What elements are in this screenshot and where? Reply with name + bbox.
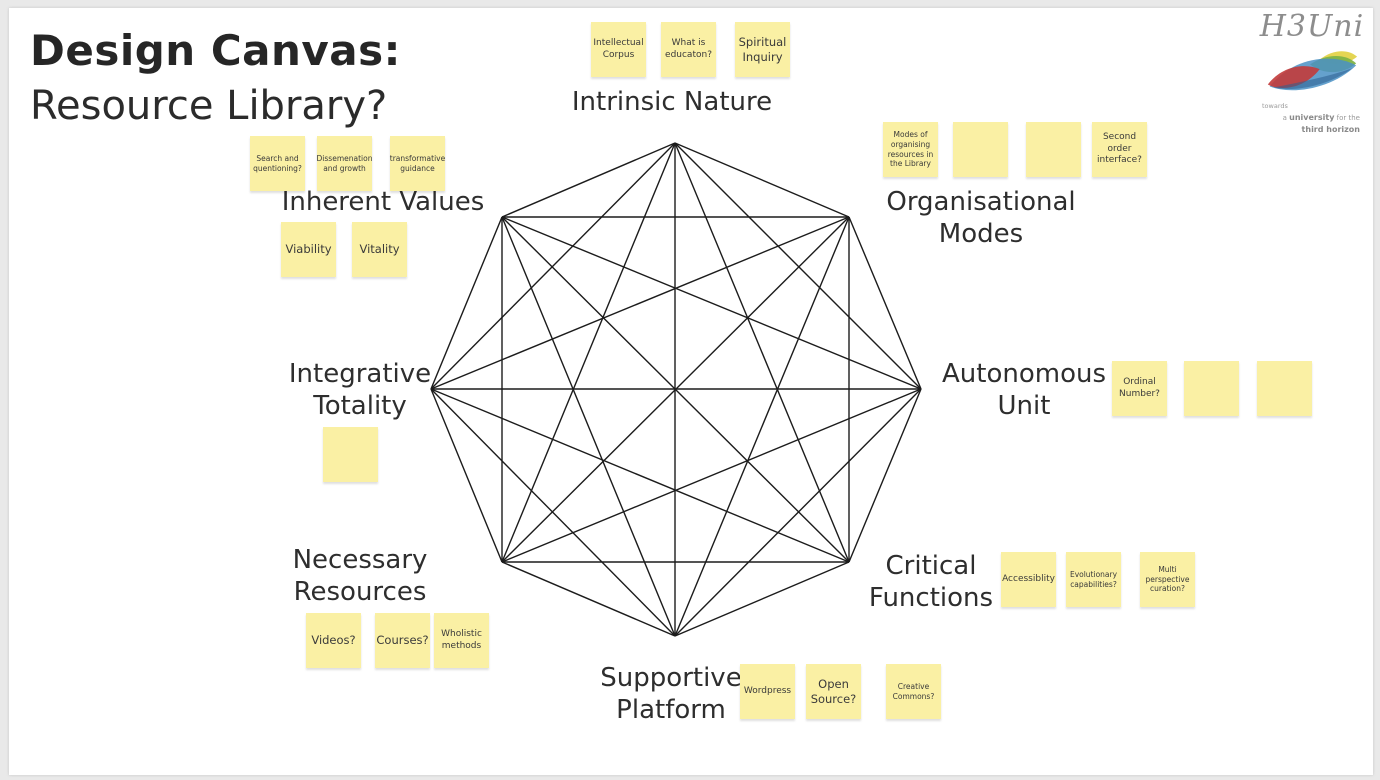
h3uni-wordmark: H3Uni (1259, 9, 1365, 44)
h3uni-swirl-icon (1267, 51, 1358, 91)
h3uni-tagline: towards a university for the third horiz… (1258, 102, 1366, 136)
node-label-inherent-values: Inherent Values (281, 187, 485, 217)
tagline-third-horizon: third horizon (1301, 124, 1360, 134)
sticky-note[interactable]: Ordinal Number? (1112, 361, 1167, 416)
sticky-note[interactable]: Evolutionary capabilities? (1066, 552, 1121, 607)
sticky-note[interactable]: Spiritual Inquiry (735, 22, 790, 77)
page-title: Design Canvas: (30, 26, 401, 75)
sticky-note[interactable]: Accessiblity (1001, 552, 1056, 607)
node-label-integrative-totality: Integrative Totality (288, 359, 432, 422)
sticky-note[interactable]: Search and quentioning? (250, 136, 305, 191)
sticky-note[interactable]: Courses? (375, 613, 430, 668)
sticky-note[interactable]: Second order interface? (1092, 122, 1147, 177)
page-subtitle: Resource Library? (30, 83, 388, 129)
sticky-note[interactable]: Open Source? (806, 664, 861, 719)
sticky-note[interactable]: Intellectual Corpus (591, 22, 646, 77)
canvas-header: Design Canvas: Resource Library? (30, 26, 401, 129)
sticky-note[interactable]: Dissemenation and growth (317, 136, 372, 191)
node-label-intrinsic-nature: Intrinsic Nature (571, 87, 773, 117)
tagline-towards: towards (1262, 102, 1288, 110)
sticky-note-blank[interactable] (953, 122, 1008, 177)
sticky-note-blank[interactable] (1026, 122, 1081, 177)
tagline-university-line: a university for the (1282, 112, 1360, 122)
h3uni-logo: H3Uni towards a university for the third… (1258, 12, 1366, 136)
sticky-note[interactable]: Wholistic methods (434, 613, 489, 668)
sticky-note[interactable]: Videos? (306, 613, 361, 668)
sticky-note[interactable]: Wordpress (740, 664, 795, 719)
node-label-organisational-modes: Organisational Modes (886, 187, 1076, 250)
sticky-note[interactable]: Viability (281, 222, 336, 277)
sticky-note-blank[interactable] (1184, 361, 1239, 416)
sticky-note[interactable]: Vitality (352, 222, 407, 277)
node-label-necessary-resources: Necessary Resources (292, 545, 428, 608)
sticky-note[interactable]: What is educaton? (661, 22, 716, 77)
node-label-autonomous-unit: Autonomous Unit (941, 359, 1106, 422)
sticky-note[interactable]: transformative guidance (390, 136, 445, 191)
sticky-note-blank[interactable] (1257, 361, 1312, 416)
node-label-critical-functions: Critical Functions (868, 551, 994, 614)
sticky-note[interactable]: Creative Commons? (886, 664, 941, 719)
sticky-note[interactable]: Modes of organising resources in the Lib… (883, 122, 938, 177)
sticky-note[interactable]: Multi perspective curation? (1140, 552, 1195, 607)
sticky-note-blank[interactable] (323, 427, 378, 482)
node-label-supportive-platform: Supportive Platform (600, 663, 742, 726)
